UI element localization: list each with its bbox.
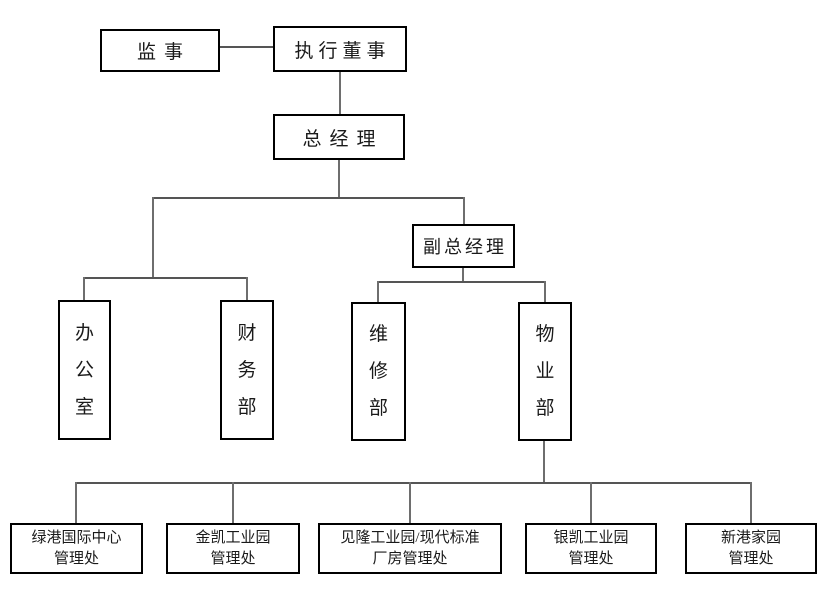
mgmt-office-label-line2: 管理处 [53, 550, 99, 567]
mgmt-office-label-line1: 银凯工业园 [553, 529, 629, 546]
connector-office4-stub [590, 482, 592, 523]
box-mgmt-office-jinkai: 金凯工业园 管理处 [166, 523, 300, 574]
box-maintenance-dept: 维修部 [351, 302, 406, 441]
connector-dgm-drop [462, 267, 464, 283]
mgmt-office-label-line2: 厂房管理处 [372, 550, 448, 567]
property-dept-label: 物业部 [535, 324, 555, 419]
deputy-general-manager-label: 副总经理 [423, 237, 507, 257]
connector-property-drop [543, 441, 545, 484]
connector-office5-stub [750, 482, 752, 523]
mgmt-office-label-line2: 管理处 [728, 550, 774, 567]
connector-finance-stub [246, 277, 248, 301]
connector-offices-rail [75, 482, 752, 484]
executive-director-label: 执行董事 [294, 40, 391, 62]
box-executive-director: 执行董事 [273, 26, 407, 72]
mgmt-office-label-line1: 金凯工业园 [195, 529, 271, 546]
connector-dgm-stub [463, 197, 465, 225]
connector-director-gm [339, 72, 341, 115]
office-dept-label: 办公室 [74, 322, 94, 418]
mgmt-office-label-line2: 管理处 [568, 550, 614, 567]
box-general-manager: 总经理 [273, 114, 405, 160]
connector-property-stub [544, 281, 546, 303]
box-deputy-general-manager: 副总经理 [412, 224, 515, 268]
mgmt-office-label-line1: 绿港国际中心 [31, 529, 122, 546]
box-property-dept: 物业部 [518, 302, 572, 441]
finance-dept-label: 财务部 [237, 322, 257, 418]
mgmt-office-label-line1: 见隆工业园/现代标准 [340, 529, 480, 546]
connector-maintenance-stub [377, 281, 379, 303]
box-mgmt-office-lvgang: 绿港国际中心 管理处 [10, 523, 143, 574]
box-supervisor: 监事 [100, 29, 220, 72]
maintenance-dept-label: 维修部 [368, 324, 388, 419]
box-mgmt-office-jianlong: 见隆工业园/现代标准 厂房管理处 [318, 523, 502, 574]
connector-office-stub [83, 277, 85, 301]
box-mgmt-office-yinkai: 银凯工业园 管理处 [525, 523, 657, 574]
connector-supervisor-director [220, 46, 273, 48]
connector-left-branch-rail [83, 277, 248, 279]
connector-dgm-rail [377, 281, 546, 283]
connector-gm-drop [338, 160, 340, 199]
box-office-dept: 办公室 [58, 300, 111, 440]
connector-gm-rail [152, 197, 465, 199]
supervisor-label: 监事 [136, 42, 191, 63]
mgmt-office-label-line1: 新港家园 [720, 529, 781, 546]
mgmt-office-label-line2: 管理处 [210, 550, 256, 567]
box-finance-dept: 财务部 [220, 300, 274, 440]
general-manager-label: 总经理 [302, 128, 384, 150]
connector-office3-stub [409, 482, 411, 523]
connector-office2-stub [232, 482, 234, 523]
box-mgmt-office-xingang: 新港家园 管理处 [685, 523, 817, 574]
connector-office1-stub [75, 482, 77, 523]
connector-left-branch-drop [152, 197, 154, 279]
